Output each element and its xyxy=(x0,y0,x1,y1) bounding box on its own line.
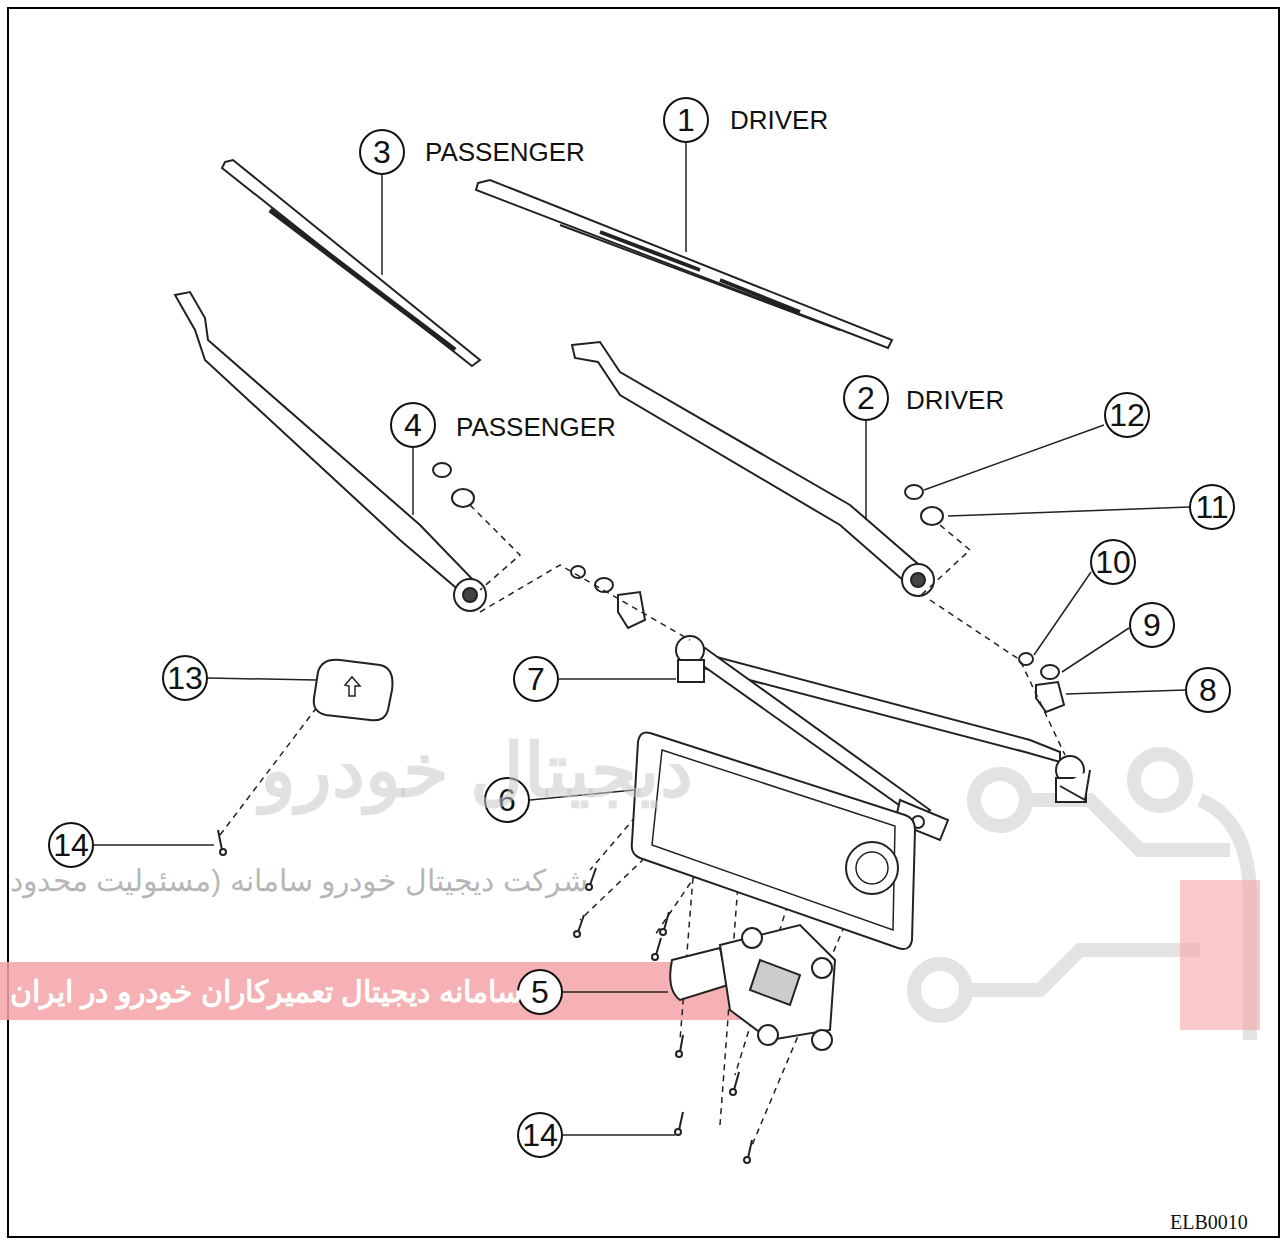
part-name: PASSENGER xyxy=(425,137,585,168)
callout-number: 8 xyxy=(1185,667,1231,713)
part-name: PASSENGER xyxy=(456,412,616,443)
callout-number: 10 xyxy=(1090,539,1136,585)
callout-number: 14 xyxy=(517,1112,563,1158)
watermark: شرکت دیجیتال خودرو سامانه (مسئولیت محدود xyxy=(10,863,588,898)
callout-number: 4 xyxy=(390,402,436,448)
callout-number: 7 xyxy=(513,656,559,702)
callout-number: 1 xyxy=(663,97,709,143)
callout-number: 14 xyxy=(48,822,94,868)
callout-number: 12 xyxy=(1104,392,1150,438)
part-name: DRIVER xyxy=(730,105,828,136)
callout-number: 5 xyxy=(517,969,563,1015)
part-name: DRIVER xyxy=(906,385,1004,416)
watermark: سامانه دیجیتال تعمیرکاران خودرو در ایران xyxy=(10,974,522,1009)
watermark: دیجیتال خودرو xyxy=(260,727,693,813)
callout-number: 2 xyxy=(843,375,889,421)
callout-number: 11 xyxy=(1189,484,1235,530)
callout-number: 9 xyxy=(1129,602,1175,648)
callout-number: 13 xyxy=(162,655,208,701)
figure-code: ELB0010 xyxy=(1170,1211,1248,1234)
callout-number: 3 xyxy=(359,129,405,175)
